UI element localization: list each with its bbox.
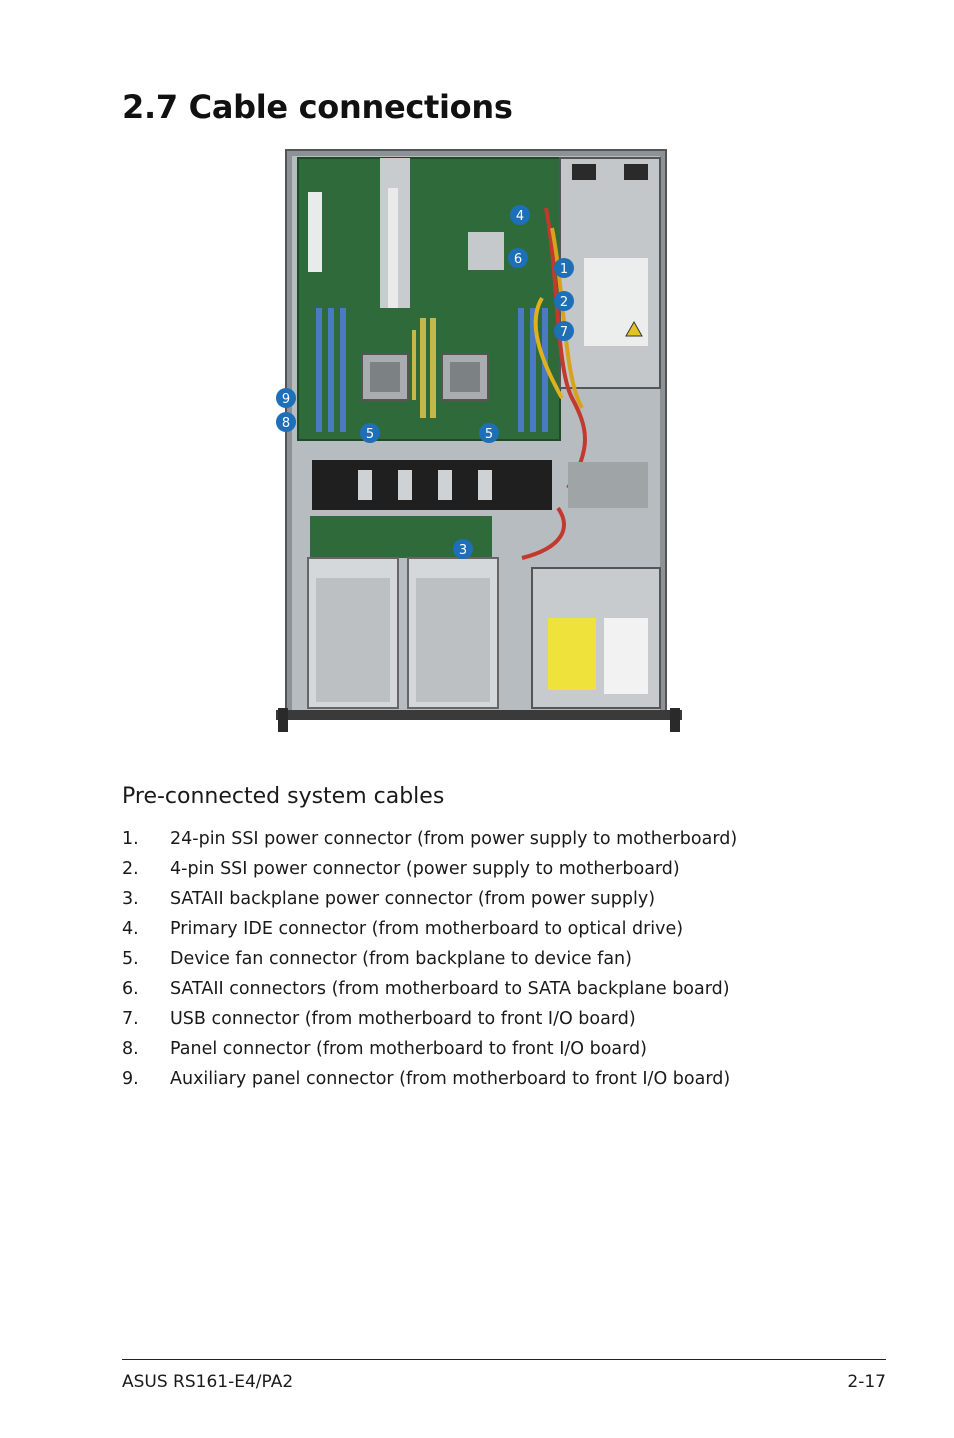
marker-8: 8	[276, 412, 296, 432]
list-item: 6. SATAII connectors (from motherboard to…	[122, 976, 842, 1006]
server-chassis-figure: 4 6 1 2 7 9 8	[272, 148, 686, 736]
cable-list: 1. 24-pin SSI power connector (from power…	[122, 826, 842, 1096]
item-text: Panel connector (from motherboard to fro…	[170, 1039, 647, 1059]
callout-markers: 4 6 1 2 7 9 8	[276, 205, 574, 559]
list-item: 4. Primary IDE connector (from motherboar…	[122, 916, 842, 946]
svg-text:4: 4	[516, 209, 524, 224]
marker-6: 6	[508, 248, 528, 268]
list-item: 9. Auxiliary panel connector (from mother…	[122, 1066, 842, 1096]
section-subheading: Pre-connected system cables	[122, 784, 445, 809]
page-title: 2.7 Cable connections	[122, 88, 513, 126]
list-item: 1. 24-pin SSI power connector (from power…	[122, 826, 842, 856]
svg-text:5: 5	[485, 427, 493, 442]
drive-cage-left	[307, 557, 399, 709]
item-text: Auxiliary panel connector (from motherbo…	[170, 1069, 731, 1089]
marker-7: 7	[554, 321, 574, 341]
footer-product-name: ASUS RS161-E4/PA2	[122, 1372, 294, 1392]
marker-1: 1	[554, 258, 574, 278]
item-number: 2.	[122, 859, 139, 879]
marker-3: 3	[453, 539, 473, 559]
marker-2: 2	[554, 291, 574, 311]
item-text: Primary IDE connector (from motherboard …	[170, 919, 684, 939]
item-text: SATAII connectors (from motherboard to S…	[170, 979, 730, 999]
item-number: 8.	[122, 1039, 139, 1059]
svg-text:6: 6	[514, 252, 522, 267]
marker-9: 9	[276, 388, 296, 408]
chassis-diagram: 4 6 1 2 7 9 8	[276, 149, 682, 732]
list-item: 7. USB connector (from motherboard to fro…	[122, 1006, 842, 1036]
item-number: 4.	[122, 919, 139, 939]
item-number: 7.	[122, 1009, 139, 1029]
item-text: 4-pin SSI power connector (power supply …	[170, 859, 680, 879]
front-bezel	[276, 710, 682, 720]
list-item: 2. 4-pin SSI power connector (power suppl…	[122, 856, 842, 886]
power-supply	[559, 157, 661, 389]
footer-page-number: 2-17	[847, 1372, 886, 1392]
svg-text:9: 9	[282, 392, 290, 407]
item-number: 3.	[122, 889, 139, 909]
item-number: 5.	[122, 949, 139, 969]
svg-text:1: 1	[560, 262, 568, 277]
fan-row	[312, 460, 648, 510]
svg-text:8: 8	[282, 416, 290, 431]
list-item: 5. Device fan connector (from backplane t…	[122, 946, 842, 976]
marker-4: 4	[510, 205, 530, 225]
list-item: 8. Panel connector (from motherboard to f…	[122, 1036, 842, 1066]
svg-text:3: 3	[459, 543, 467, 558]
item-text: SATAII backplane power connector (from p…	[170, 889, 656, 909]
item-text: Device fan connector (from backplane to …	[170, 949, 632, 969]
item-text: USB connector (from motherboard to front…	[170, 1009, 636, 1029]
marker-5-right: 5	[479, 423, 499, 443]
svg-text:2: 2	[560, 295, 568, 310]
svg-text:5: 5	[366, 427, 374, 442]
drive-cage-right	[407, 557, 499, 709]
item-text: 24-pin SSI power connector (from power s…	[170, 829, 738, 849]
motherboard	[297, 157, 561, 441]
optical-drive	[531, 567, 661, 709]
item-number: 6.	[122, 979, 139, 999]
list-item: 3. SATAII backplane power connector (from…	[122, 886, 842, 916]
item-number: 9.	[122, 1069, 139, 1089]
right-foot	[670, 708, 680, 732]
footer-divider	[122, 1359, 886, 1360]
svg-text:7: 7	[560, 325, 568, 340]
left-foot	[278, 708, 288, 732]
item-number: 1.	[122, 829, 139, 849]
marker-5-left: 5	[360, 423, 380, 443]
